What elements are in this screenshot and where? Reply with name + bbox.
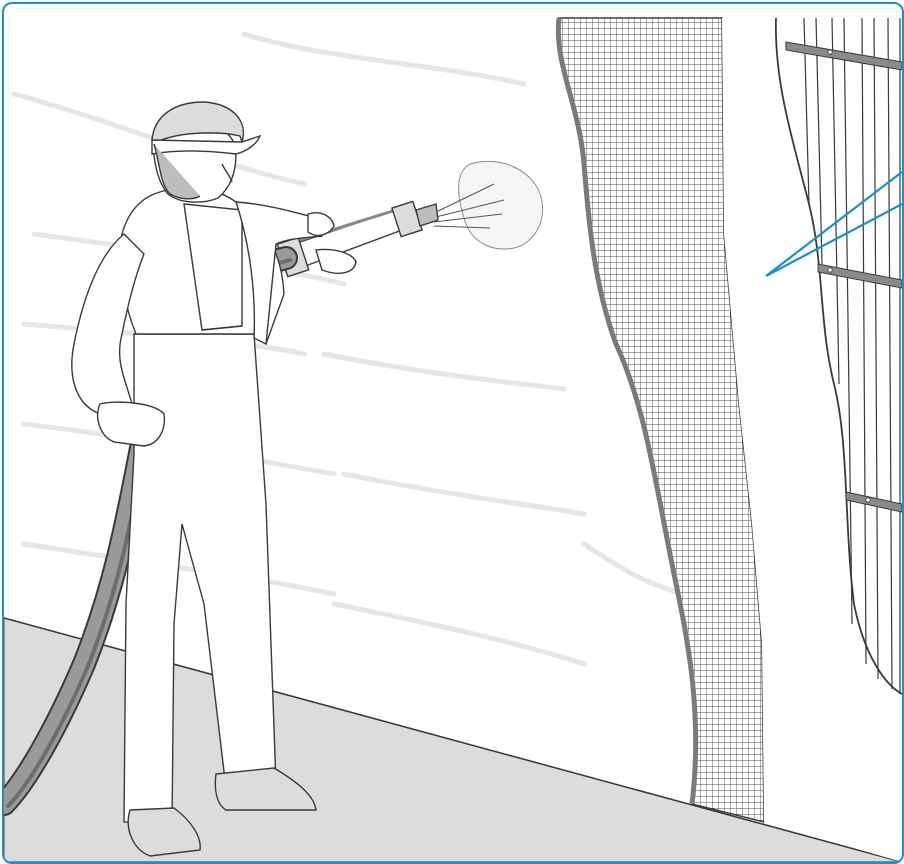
worker-right-arm	[235, 201, 357, 346]
callout-pointer	[765, 171, 902, 277]
wall-studs	[774, 17, 902, 695]
worker-left-arm	[71, 233, 166, 447]
illustration-canvas	[4, 17, 902, 862]
bare-wall	[722, 18, 902, 862]
spray-gun	[276, 200, 439, 278]
worker-shoes	[127, 767, 317, 857]
plaster-spray	[431, 160, 544, 250]
worker-legs	[123, 333, 277, 825]
plaster-edge	[555, 17, 699, 805]
rail-bolts	[827, 49, 871, 503]
metal-rails	[785, 41, 902, 513]
worker-head	[151, 101, 262, 203]
